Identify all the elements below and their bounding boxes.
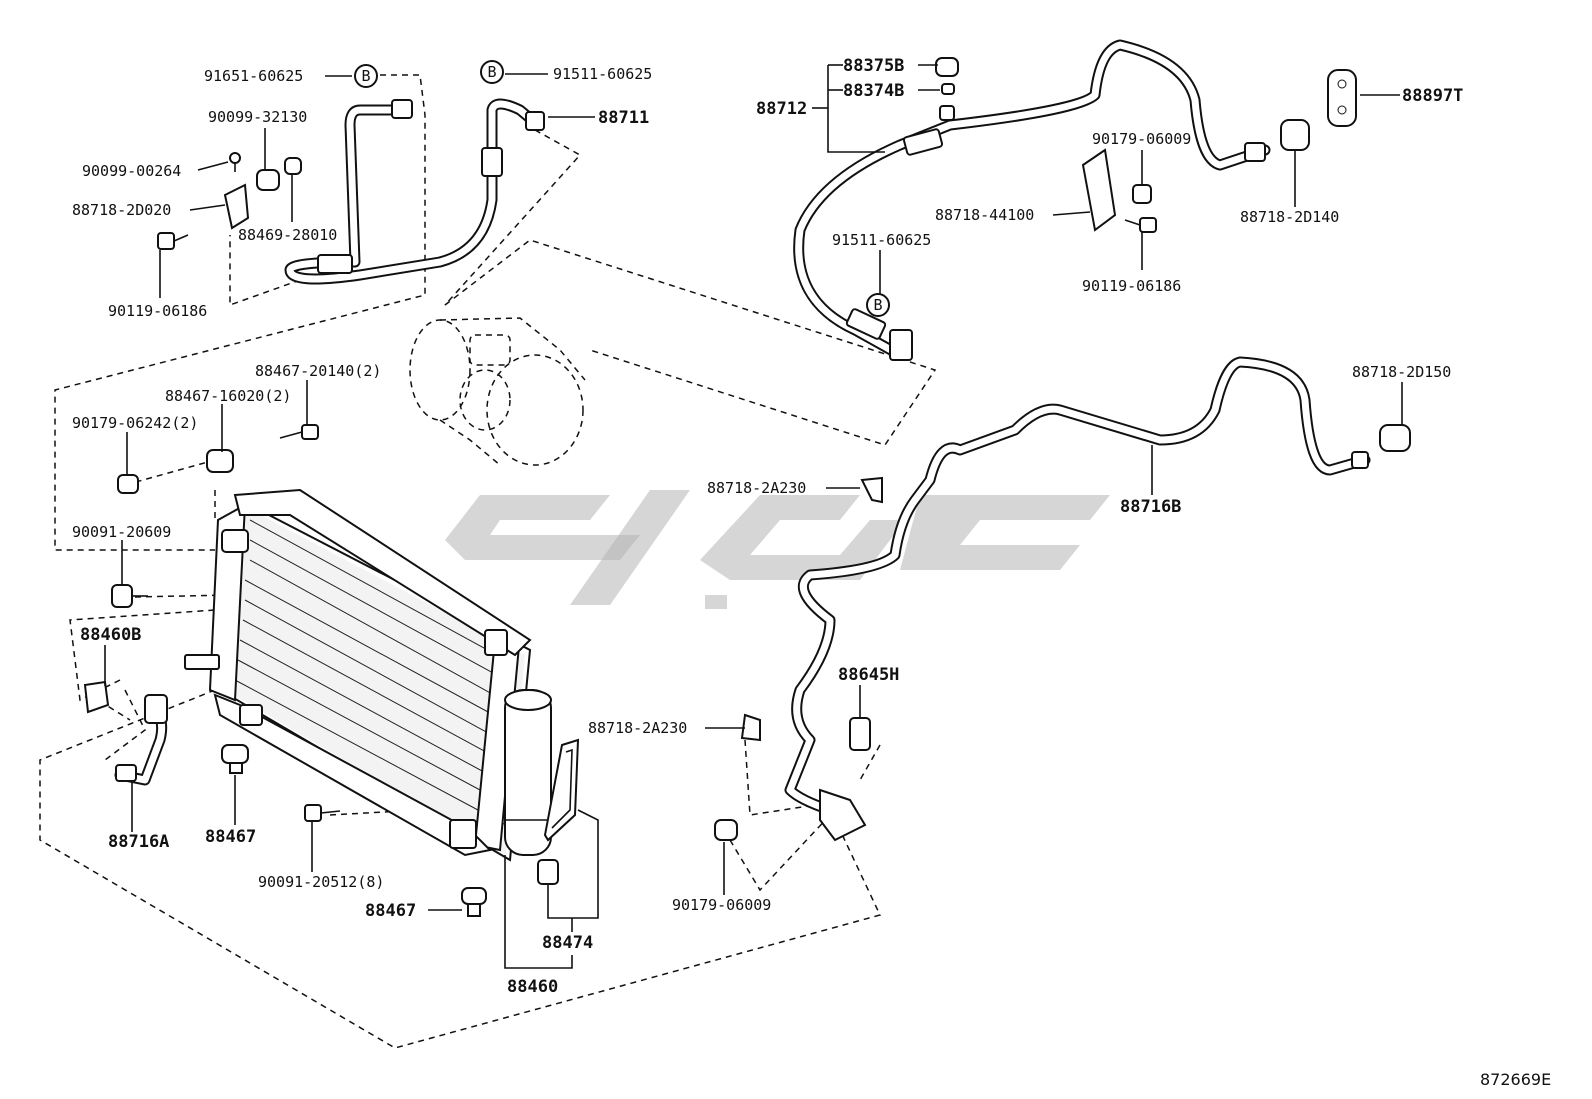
marker-b-2-letter: B xyxy=(487,63,496,81)
filter-88474 xyxy=(543,738,580,842)
callout-91511-60625-mid: 91511-60625 xyxy=(832,231,931,249)
callout-88718-2D140: 88718-2D140 xyxy=(1240,208,1339,226)
callout-88467-16020: 88467-16020(2) xyxy=(165,387,291,405)
callout-88718-2D150: 88718-2D150 xyxy=(1352,363,1451,381)
leader-lines xyxy=(104,64,1403,969)
callout-90099-00264: 90099-00264 xyxy=(82,162,181,180)
callout-88375B: 88375B xyxy=(843,56,904,76)
callout-90179-06242: 90179-06242(2) xyxy=(72,414,198,432)
callout-88716B: 88716B xyxy=(1120,497,1181,517)
callout-90179-06009-top: 90179-06009 xyxy=(1092,130,1191,148)
pipe-88716B xyxy=(784,356,1371,816)
callout-88467-a: 88467 xyxy=(205,827,256,847)
condenser-88460 xyxy=(184,488,532,862)
callout-labels: 91651-60625 91511-60625 88711 90099-3213… xyxy=(72,56,1463,997)
callout-90119-06186-right: 90119-06186 xyxy=(1082,277,1181,295)
callout-90179-06009-bot: 90179-06009 xyxy=(672,896,771,914)
callout-88712: 88712 xyxy=(756,99,807,119)
callout-88460: 88460 xyxy=(507,977,558,997)
receiver-dryer xyxy=(504,689,552,856)
callout-88460B: 88460B xyxy=(80,625,141,645)
callout-88474: 88474 xyxy=(542,933,593,953)
compressor-phantom xyxy=(409,317,586,466)
callout-88716A: 88716A xyxy=(108,832,169,852)
callout-90091-20512: 90091-20512(8) xyxy=(258,873,384,891)
callout-88467-b: 88467 xyxy=(365,901,416,921)
callout-88469-28010: 88469-28010 xyxy=(238,226,337,244)
marker-b-3 xyxy=(866,293,890,317)
callout-88711: 88711 xyxy=(598,108,649,128)
pipe-88716A xyxy=(114,694,168,786)
b-markers: B B B xyxy=(354,60,890,317)
hose-88712-assembly xyxy=(793,39,1271,361)
callout-90099-32130: 90099-32130 xyxy=(208,108,307,126)
callout-91651-60625: 91651-60625 xyxy=(204,67,303,85)
condenser-fins xyxy=(234,519,516,826)
marker-b-1-letter: B xyxy=(361,67,370,85)
small-parts xyxy=(83,57,1411,917)
marker-b-2 xyxy=(480,60,504,84)
callout-88467-20140: 88467-20140(2) xyxy=(255,362,381,380)
marker-b-3-letter: B xyxy=(873,296,882,314)
marker-b-1 xyxy=(354,64,378,88)
diagram-id: 872669E xyxy=(1480,1070,1551,1089)
callout-88718-2D020: 88718-2D020 xyxy=(72,201,171,219)
callout-88718-44100: 88718-44100 xyxy=(935,206,1034,224)
watermark-logo xyxy=(445,490,1110,609)
callout-90091-20609: 90091-20609 xyxy=(72,523,171,541)
callout-88718-2A230-bot: 88718-2A230 xyxy=(588,719,687,737)
callout-88645H: 88645H xyxy=(838,665,899,685)
callout-91511-60625-top: 91511-60625 xyxy=(553,65,652,83)
callout-88718-2A230-top: 88718-2A230 xyxy=(707,479,806,497)
hose-91651-assembly xyxy=(284,98,545,285)
callout-88897T: 88897T xyxy=(1402,86,1463,106)
callout-90119-06186-left: 90119-06186 xyxy=(108,302,207,320)
callout-88374B: 88374B xyxy=(843,81,904,101)
